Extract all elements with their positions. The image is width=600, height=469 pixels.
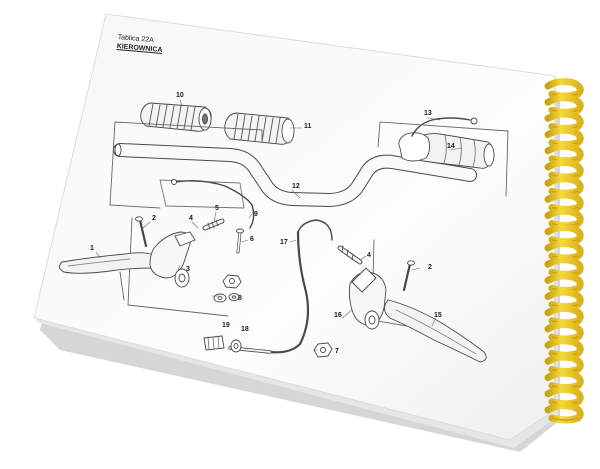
frame-right (377, 121, 509, 197)
frame-left-upper (109, 121, 263, 209)
callout-3: 3 (186, 266, 190, 273)
screw-part-2-left (135, 216, 148, 248)
callout-1: 1 (90, 245, 94, 252)
callout-6: 6 (250, 236, 254, 243)
callout-16: 16 (334, 312, 342, 319)
callout-4-left: 4 (189, 215, 193, 222)
page-sheet (33, 13, 556, 441)
callout-4-right: 4 (367, 252, 371, 259)
callout-17: 17 (280, 239, 288, 246)
callout-12: 12 (292, 183, 300, 190)
callout-15: 15 (434, 312, 442, 319)
lever-part-15 (384, 299, 487, 363)
handlebar-part-12 (113, 143, 477, 207)
callout-10: 10 (176, 92, 184, 99)
callout-11: 11 (304, 123, 312, 130)
leader-lines (95, 99, 463, 351)
callout-18: 18 (241, 326, 249, 333)
spiral-binding (544, 78, 584, 424)
perch-part-16 (348, 267, 387, 330)
callout-5: 5 (215, 205, 219, 212)
callout-9: 9 (254, 211, 258, 218)
callout-2-left: 2 (152, 215, 156, 222)
parts-diagram (59, 99, 509, 363)
callout-2-right: 2 (428, 264, 432, 271)
perch-part-3 (149, 231, 196, 288)
frame-left-lower (119, 217, 229, 317)
cable-part-13 (411, 117, 478, 137)
fitting-part-18 (230, 339, 242, 353)
callout-13: 13 (424, 110, 432, 117)
frame-cable-box (159, 179, 245, 209)
callout-19: 19 (222, 322, 230, 329)
throttle-part-14 (398, 132, 495, 169)
callout-8: 8 (238, 295, 242, 302)
cable-part-9 (171, 179, 255, 229)
bolt-part-19 (203, 335, 225, 351)
screw-part-6 (236, 228, 244, 254)
adjuster-part-5 (202, 218, 225, 231)
callout-14: 14 (447, 143, 455, 150)
callout-7: 7 (335, 348, 339, 355)
adjuster-part-4-right (337, 245, 363, 265)
screw-part-2-right (402, 260, 415, 292)
binding-ring-shadow (551, 417, 579, 421)
